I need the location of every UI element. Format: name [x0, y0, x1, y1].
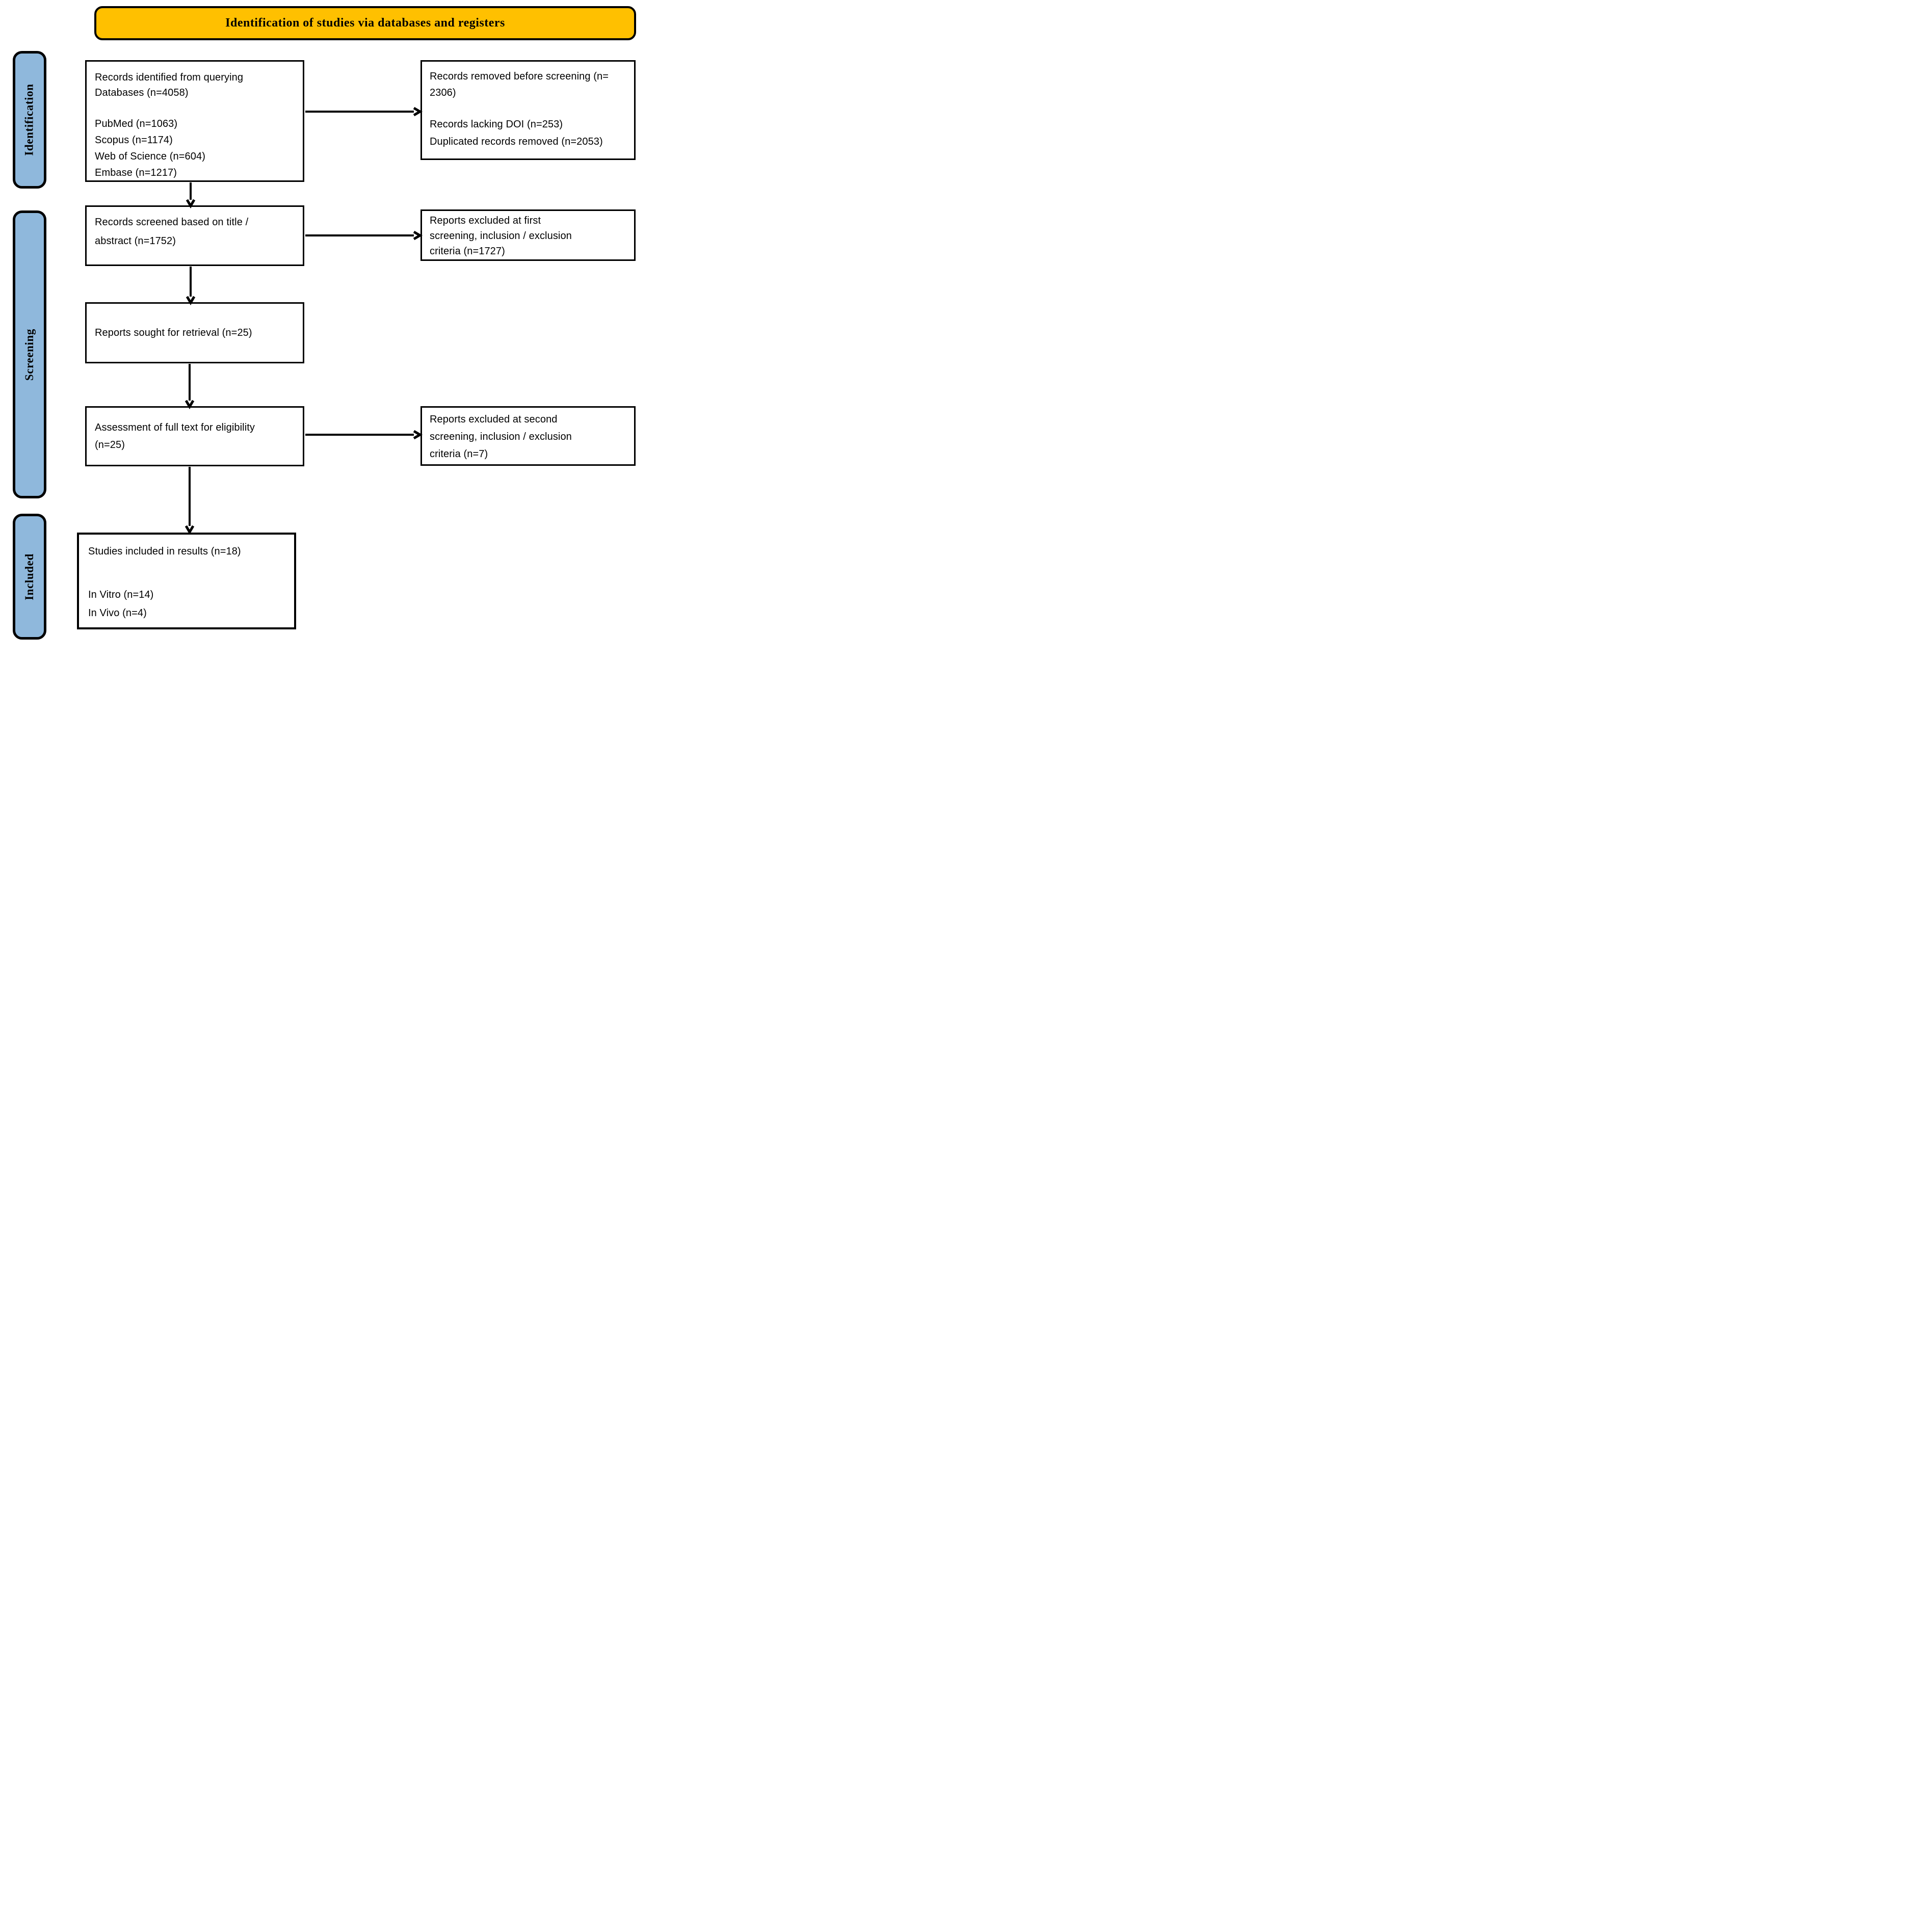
source-embase: Embase (n=1217): [95, 167, 177, 178]
records-removed-title: Records removed before screening (n= 230…: [430, 68, 626, 101]
prisma-flow-diagram: Identification of studies via databases …: [0, 0, 640, 644]
breakdown-in-vitro: In Vitro (n=14): [88, 589, 154, 600]
box-records-screened: Records screened based on title / abstra…: [85, 205, 304, 266]
diagram-title: Identification of studies via databases …: [225, 16, 505, 30]
text-line: (n=25): [95, 439, 125, 451]
stage-label-screening: Screening: [23, 328, 36, 381]
stage-bar-included: Included: [13, 514, 46, 640]
stage-label-identification: Identification: [23, 84, 36, 156]
breakdown-in-vivo: In Vivo (n=4): [88, 607, 147, 619]
studies-included-breakdown: In Vitro (n=14) In Vivo (n=4): [88, 586, 285, 622]
studies-included-title: Studies included in results (n=18): [88, 544, 285, 559]
text-line: screening, inclusion / exclusion: [430, 431, 572, 442]
records-removed-reasons: Records lacking DOI (n=253) Duplicated r…: [430, 116, 626, 150]
box-reports-excluded-second-screening: Reports excluded at second screening, in…: [420, 406, 636, 466]
source-pubmed: PubMed (n=1063): [95, 118, 178, 129]
stage-bar-screening: Screening: [13, 210, 46, 498]
records-identified-sources: PubMed (n=1063) Scopus (n=1174) Web of S…: [95, 116, 295, 181]
text-line: Records screened based on title /: [95, 217, 249, 228]
reason-lacking-doi: Records lacking DOI (n=253): [430, 119, 563, 130]
diagram-title-banner: Identification of studies via databases …: [94, 6, 636, 40]
text-line: Reports excluded at first: [430, 215, 541, 226]
text-line: 2306): [430, 87, 456, 98]
source-web-of-science: Web of Science (n=604): [95, 151, 205, 162]
source-scopus: Scopus (n=1174): [95, 135, 173, 146]
stage-bar-identification: Identification: [13, 51, 46, 189]
text-line: Studies included in results (n=18): [88, 546, 241, 557]
records-identified-title: Records identified from querying Databas…: [95, 70, 295, 100]
box-records-removed-before-screening: Records removed before screening (n= 230…: [420, 60, 636, 160]
text-line: criteria (n=7): [430, 448, 488, 460]
text-line: Reports sought for retrieval (n=25): [95, 327, 252, 338]
reason-duplicates: Duplicated records removed (n=2053): [430, 136, 603, 147]
text-line: Databases (n=4058): [95, 87, 189, 98]
text-line: Reports excluded at second: [430, 414, 558, 425]
text-line: criteria (n=1727): [430, 246, 505, 257]
stage-label-included: Included: [23, 553, 36, 600]
text-line: screening, inclusion / exclusion: [430, 230, 572, 242]
text-line: Records removed before screening (n=: [430, 71, 609, 82]
text-line: Assessment of full text for eligibility: [95, 422, 255, 433]
box-full-text-assessment: Assessment of full text for eligibility …: [85, 406, 304, 466]
text-line: abstract (n=1752): [95, 235, 176, 247]
box-records-identified: Records identified from querying Databas…: [85, 60, 304, 182]
box-reports-sought-for-retrieval: Reports sought for retrieval (n=25): [85, 302, 304, 363]
text-line: Records identified from querying: [95, 72, 244, 83]
box-studies-included: Studies included in results (n=18) In Vi…: [77, 533, 296, 629]
box-reports-excluded-first-screening: Reports excluded at first screening, inc…: [420, 209, 636, 261]
